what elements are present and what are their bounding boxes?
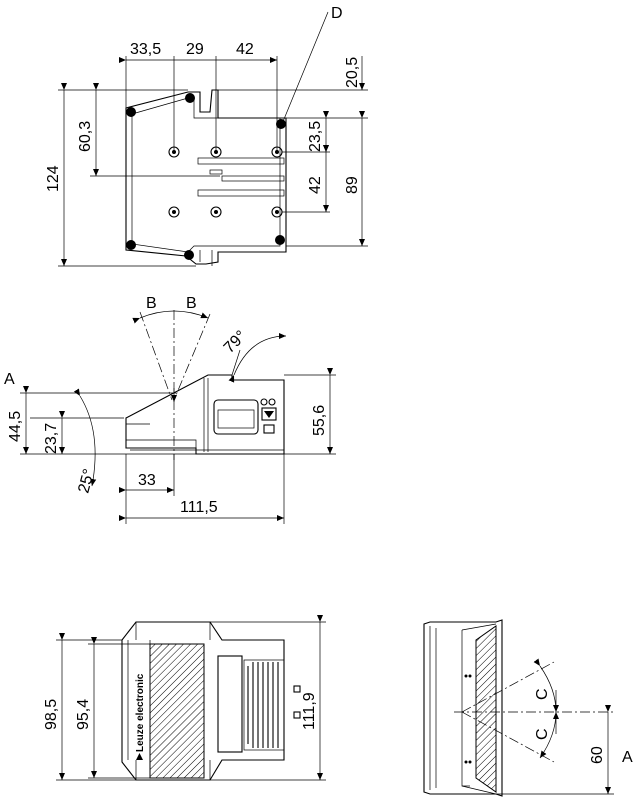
angle-79: 79° — [221, 328, 250, 357]
dim-111-9: 111,9 — [301, 692, 318, 730]
dim-23-7: 23,7 — [43, 423, 60, 454]
label-a-end: A — [622, 749, 633, 766]
dim-29: 29 — [186, 41, 204, 58]
label-a-side: A — [4, 371, 15, 388]
label-c-lower: C — [534, 728, 551, 740]
dim-95-4: 95,4 — [75, 699, 92, 730]
brand-text: Leuze electronic — [135, 673, 146, 752]
cooling-fins — [243, 659, 301, 751]
dim-33: 33 — [138, 472, 156, 489]
dim-55-6: 55,6 — [311, 405, 328, 436]
dim-98-5: 98,5 — [43, 699, 60, 730]
label-c-upper: C — [534, 688, 551, 700]
front-view-outline — [121, 621, 285, 781]
side-view-outline — [125, 374, 285, 455]
label-b-right: B — [186, 295, 197, 312]
end-view: C C 60 A — [423, 619, 633, 797]
top-view-outline — [125, 89, 287, 265]
side-view: B B 79° A 44,5 23,7 25° 33 111,5 55,6 — [4, 295, 336, 524]
top-view: 33,5 29 42 D 124 60,3 20,5 23,5 42 89 — [45, 5, 368, 267]
mounting-holes — [168, 146, 283, 218]
label-d: D — [331, 5, 343, 22]
dim-44-5: 44,5 — [7, 411, 24, 442]
dim-42-top: 42 — [236, 41, 254, 58]
end-view-outline — [423, 619, 503, 797]
dim-60: 60 — [589, 746, 606, 764]
label-b-left: B — [146, 295, 157, 312]
dim-33-5: 33,5 — [130, 41, 161, 58]
front-view: Leuze electronic 98,5 95,4 111,9 — [43, 615, 326, 781]
dim-124: 124 — [45, 165, 62, 192]
angle-25: 25° — [75, 467, 98, 495]
dim-23-5: 23,5 — [307, 121, 324, 152]
dim-111-5: 111,5 — [180, 499, 218, 516]
dim-89: 89 — [344, 176, 361, 194]
dim-42-right: 42 — [307, 176, 324, 194]
dim-60-3: 60,3 — [77, 121, 94, 152]
dim-20-5: 20,5 — [344, 57, 361, 88]
